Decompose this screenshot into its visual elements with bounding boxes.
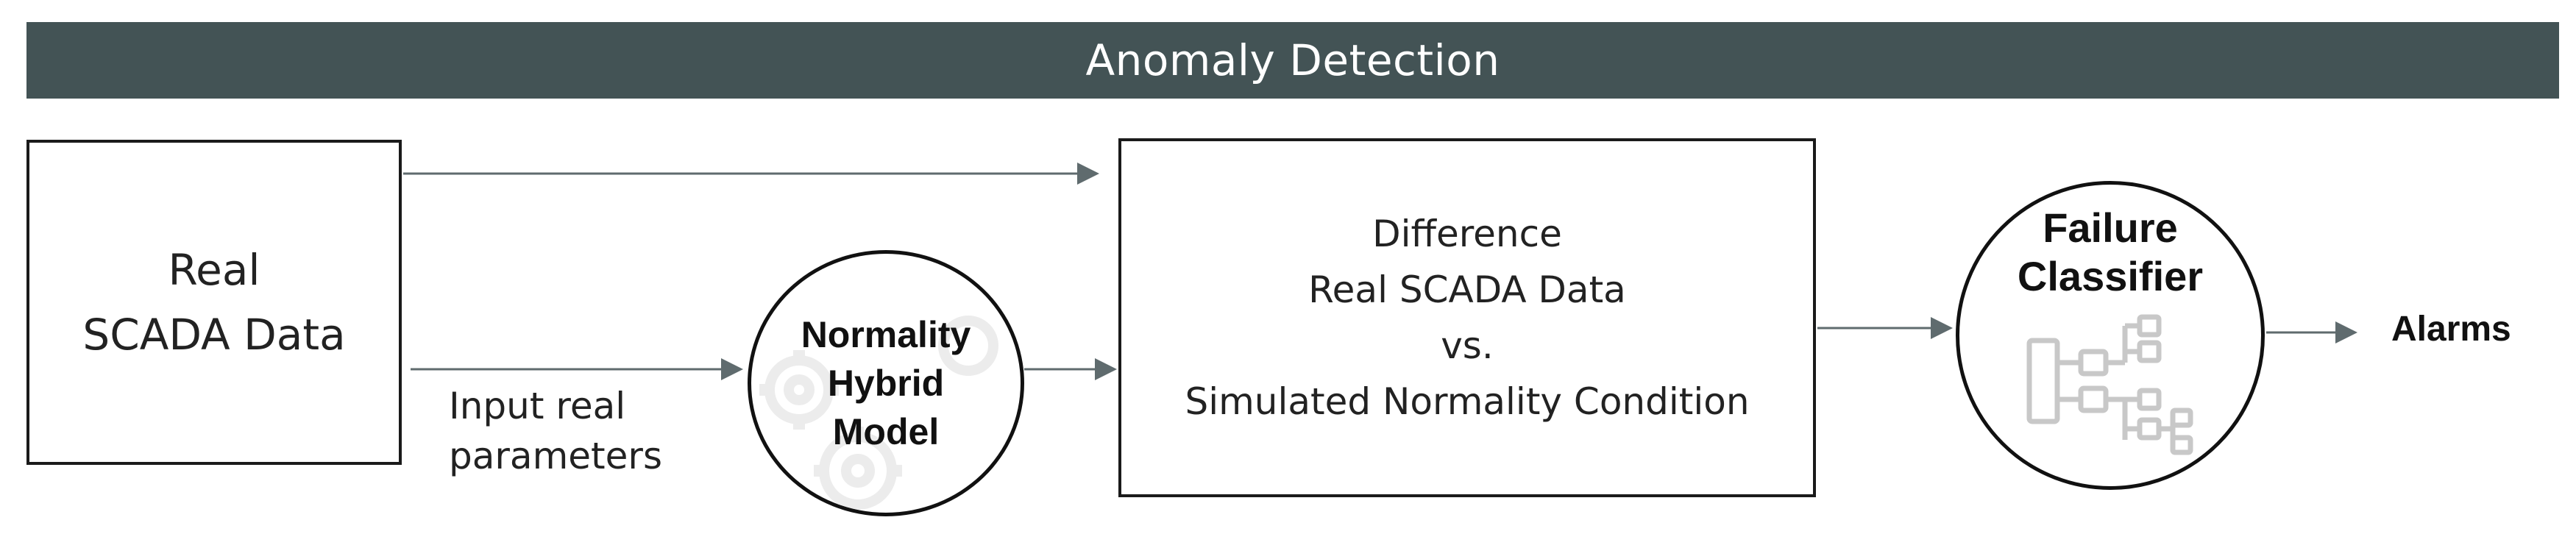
- real-data-line-2: SCADA Data: [82, 310, 346, 360]
- normality-hybrid-model-node: Normality Hybrid Model: [748, 250, 1024, 516]
- difference-line-2: Real SCADA Data: [1308, 268, 1626, 311]
- real-scada-data-box: Real SCADA Data: [26, 140, 402, 465]
- difference-line-4: Simulated Normality Condition: [1185, 380, 1750, 423]
- classifier-line-1: Failure: [2043, 204, 2178, 251]
- alarms-output-label: Alarms: [2391, 310, 2511, 349]
- gears-icon: [759, 316, 998, 510]
- input-parameters-label: Input real parameters: [449, 381, 662, 481]
- normality-line-1: Normality: [801, 314, 971, 355]
- input-label-line-1: Input real: [449, 385, 626, 427]
- header-banner: Anomaly Detection: [26, 22, 2559, 99]
- real-data-line-1: Real: [168, 245, 260, 295]
- tree-hierarchy-icon: [2026, 314, 2193, 455]
- normality-line-2: Hybrid: [827, 363, 945, 404]
- difference-line-3: vs.: [1441, 324, 1494, 367]
- difference-line-1: Difference: [1372, 213, 1562, 255]
- failure-classifier-node: Failure Classifier: [1956, 181, 2265, 490]
- difference-box: Difference Real SCADA Data vs. Simulated…: [1118, 138, 1816, 497]
- diagram-title: Anomaly Detection: [1085, 35, 1500, 85]
- classifier-line-2: Classifier: [2017, 253, 2204, 299]
- normality-line-3: Model: [832, 411, 940, 452]
- input-label-line-2: parameters: [449, 435, 663, 477]
